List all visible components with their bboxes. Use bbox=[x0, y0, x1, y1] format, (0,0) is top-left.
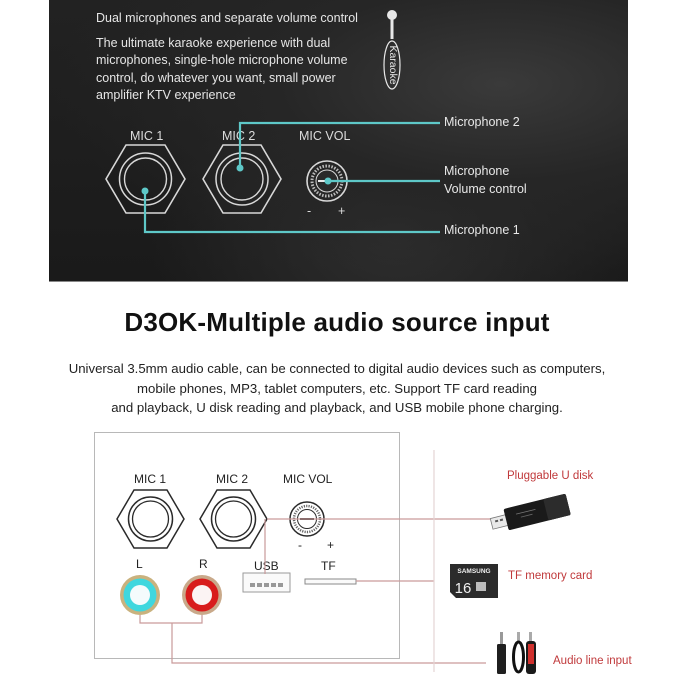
callout-volume-line2: Volume control bbox=[444, 182, 527, 196]
tf-slot-icon bbox=[304, 578, 357, 585]
audio-line-input-label: Audio line input bbox=[553, 655, 632, 667]
tf-card-label: TF memory card bbox=[508, 570, 593, 582]
callout-volume-line1: Microphone bbox=[444, 164, 510, 178]
callout-lines bbox=[143, 121, 440, 234]
rca-right-jack-icon bbox=[182, 575, 222, 615]
mic2-jack-icon bbox=[202, 144, 282, 214]
panel-mic2-jack-icon bbox=[199, 489, 268, 549]
audio-cable-icon bbox=[497, 632, 536, 674]
banner-description: The ultimate karaoke experience with dua… bbox=[96, 36, 348, 102]
usb-port-icon bbox=[242, 572, 291, 593]
panel-mic1-jack-icon bbox=[116, 489, 185, 549]
vol-minus-label: - bbox=[307, 204, 312, 218]
panel-usb-label: USB bbox=[254, 559, 279, 573]
micvol-label: MIC VOL bbox=[299, 129, 351, 143]
description-line: Universal 3.5mm audio cable, can be conn… bbox=[68, 361, 606, 376]
panel-right-label: R bbox=[199, 557, 208, 571]
connection-lines bbox=[139, 450, 490, 672]
karaoke-mic-icon bbox=[382, 8, 402, 90]
mic1-label: MIC 1 bbox=[130, 129, 164, 143]
speaker-back-panel bbox=[94, 432, 400, 659]
usb-flash-drive-icon bbox=[489, 494, 571, 530]
vol-plus-label: + bbox=[338, 204, 346, 218]
banner-port-diagram bbox=[105, 121, 440, 234]
description-line: mobile phones, MP3, tablet computers, et… bbox=[137, 380, 537, 396]
callout-microphone-2: Microphone 2 bbox=[444, 115, 520, 129]
udisk-label: Pluggable U disk bbox=[507, 470, 594, 482]
description-line: and playback, U disk reading and playbac… bbox=[111, 400, 563, 415]
panel-tf-label: TF bbox=[321, 559, 336, 573]
panel-port-diagram bbox=[116, 450, 490, 672]
panel-micvol-label: MIC VOL bbox=[283, 472, 333, 486]
mic2-label: MIC 2 bbox=[222, 129, 256, 143]
callout-microphone-1: Microphone 1 bbox=[444, 223, 520, 237]
rca-left-jack-icon bbox=[120, 575, 160, 615]
section-description: Universal 3.5mm audio cable, can be conn… bbox=[0, 359, 674, 418]
panel-mic1-label: MIC 1 bbox=[134, 472, 167, 486]
panel-plus-label: + bbox=[327, 538, 335, 552]
svg-text:SAMSUNG: SAMSUNG bbox=[457, 568, 490, 575]
banner-heading: Dual microphones and separate volume con… bbox=[96, 11, 358, 25]
section-title: D3OK-Multiple audio source input bbox=[124, 307, 550, 337]
microsd-card-icon: SAMSUNG 16 bbox=[450, 564, 498, 598]
panel-minus-label: - bbox=[298, 538, 302, 552]
karaoke-banner bbox=[49, 0, 628, 282]
panel-mic2-label: MIC 2 bbox=[216, 472, 249, 486]
svg-text:16: 16 bbox=[455, 580, 472, 597]
panel-left-label: L bbox=[136, 557, 143, 571]
